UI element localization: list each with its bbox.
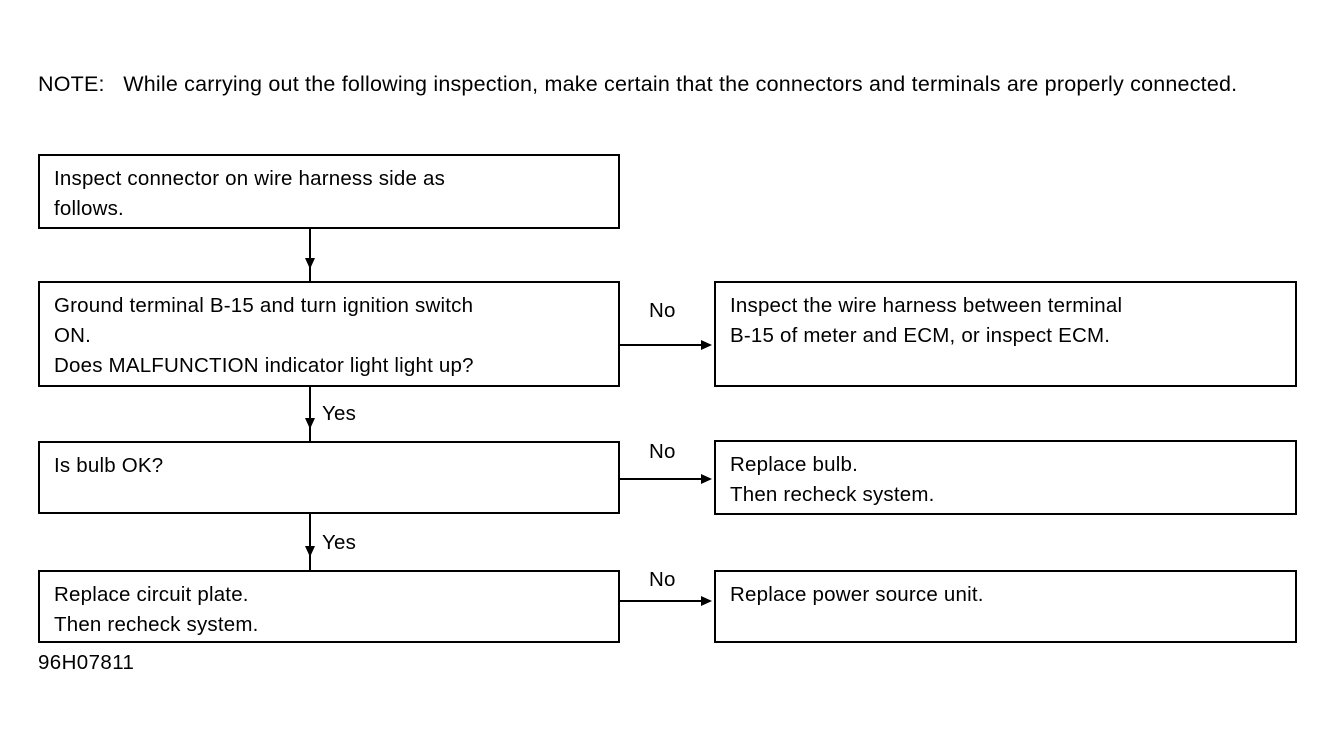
- flow-box-replace-bulb: Replace bulb. Then recheck system.: [714, 440, 1297, 515]
- edge-label-no-3: No: [649, 568, 676, 591]
- flow-box-replace-bulb-text: Replace bulb. Then recheck system.: [730, 453, 935, 506]
- flow-box-inspect-harness-text: Inspect the wire harness between termina…: [730, 294, 1123, 347]
- edge-label-yes-2: Yes: [322, 531, 357, 554]
- edge-label-yes-1: Yes: [322, 402, 357, 425]
- flow-box-inspect-harness: Inspect the wire harness between termina…: [714, 281, 1297, 387]
- flow-box-replace-power-source-unit-text: Replace power source unit.: [730, 583, 984, 606]
- flow-box-ground-terminal: Ground terminal B-15 and turn ignition s…: [38, 281, 620, 387]
- connector-line-no-3: [620, 600, 710, 602]
- connector-line-no-2: [620, 478, 710, 480]
- arrow-right-icon-no-2: [701, 474, 712, 484]
- flow-box-replace-circuit-plate-text: Replace circuit plate. Then recheck syst…: [54, 583, 259, 636]
- flow-box-replace-power-source-unit: Replace power source unit.: [714, 570, 1297, 643]
- arrow-down-icon-box2-to-box3-yes: [305, 418, 315, 429]
- edge-label-no-2: No: [649, 440, 676, 463]
- connector-line-box3-to-box4-yes: [309, 514, 311, 570]
- figure-id: 96H07811: [38, 651, 135, 674]
- arrow-right-icon-no-1: [701, 340, 712, 350]
- flow-box-ground-terminal-text: Ground terminal B-15 and turn ignition s…: [54, 294, 474, 377]
- flow-box-replace-circuit-plate: Replace circuit plate. Then recheck syst…: [38, 570, 620, 643]
- note-paragraph: NOTE: While carrying out the following i…: [38, 72, 1238, 96]
- arrow-down-icon-box1-to-box2: [305, 258, 315, 269]
- connector-line-no-1: [620, 344, 710, 346]
- flow-box-is-bulb-ok: Is bulb OK?: [38, 441, 620, 514]
- connector-line-box1-to-box2: [309, 229, 311, 281]
- arrow-down-icon-box3-to-box4-yes: [305, 546, 315, 557]
- edge-label-no-1: No: [649, 299, 676, 322]
- connector-line-box2-to-box3-yes: [309, 387, 311, 441]
- flow-box-is-bulb-ok-text: Is bulb OK?: [54, 454, 164, 477]
- flow-box-inspect-connector: Inspect connector on wire harness side a…: [38, 154, 620, 229]
- flow-box-inspect-connector-text: Inspect connector on wire harness side a…: [54, 167, 446, 220]
- arrow-right-icon-no-3: [701, 596, 712, 606]
